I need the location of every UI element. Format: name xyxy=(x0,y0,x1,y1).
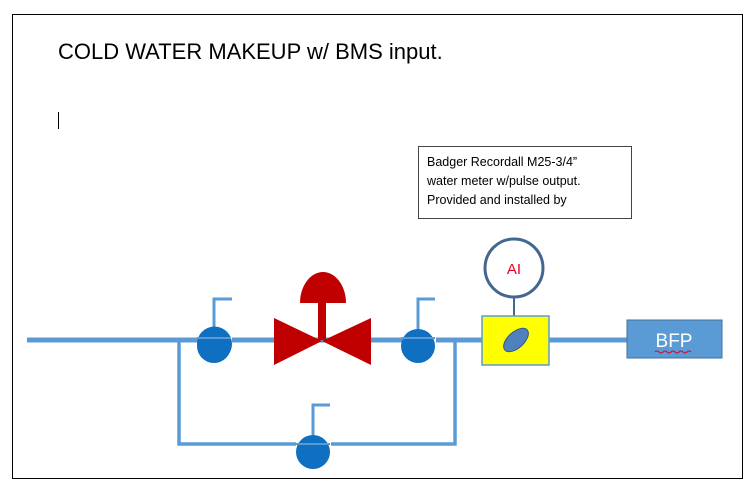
bypass-right-leg xyxy=(331,340,457,446)
ball-valve-icon-3 xyxy=(296,435,330,469)
valve-handle-2 xyxy=(416,297,435,332)
document-page: COLD WATER MAKEUP w/ BMS input. Badger R… xyxy=(12,14,743,479)
bypass-pipe xyxy=(177,340,457,446)
backflow-preventer[interactable]: BFP xyxy=(626,319,723,359)
ball-valve-icon-2 xyxy=(401,329,435,363)
valve-body-right-icon xyxy=(322,318,371,365)
analog-input-instrument[interactable]: AI xyxy=(483,237,545,316)
text-cursor xyxy=(58,112,59,129)
actuator-dome-icon xyxy=(300,272,346,303)
note-line-3: Provided and installed by xyxy=(427,193,567,207)
ball-valve-icon-1 xyxy=(197,329,231,363)
instrument-label: AI xyxy=(507,261,521,278)
note-line-1: Badger Recordall M25-3/4” xyxy=(427,155,578,169)
bypass-valve[interactable] xyxy=(296,403,330,469)
spellcheck-underline xyxy=(654,350,692,354)
valve-handle-3 xyxy=(311,403,330,436)
valve-handle-1 xyxy=(212,297,232,332)
note-line-2: water meter w/pulse output. xyxy=(427,174,581,188)
meter-note-textbox[interactable]: Badger Recordall M25-3/4” water meter w/… xyxy=(418,146,632,219)
meter-disc-icon xyxy=(503,327,529,353)
bfp-label: BFP xyxy=(656,331,693,352)
page-title: COLD WATER MAKEUP w/ BMS input. xyxy=(58,39,443,64)
valve-body-left-icon xyxy=(274,318,322,365)
bypass-left-leg xyxy=(177,340,296,446)
water-meter[interactable] xyxy=(481,315,550,366)
control-valve[interactable] xyxy=(274,272,371,365)
isolation-valve-1[interactable] xyxy=(197,297,232,363)
isolation-valve-2[interactable] xyxy=(401,297,435,363)
actuator-stem xyxy=(318,302,326,340)
meter-body xyxy=(481,315,550,366)
